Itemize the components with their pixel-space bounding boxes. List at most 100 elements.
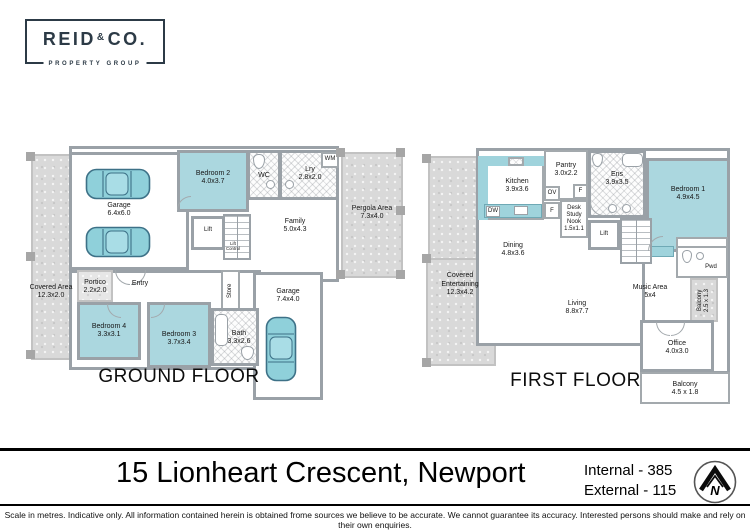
- post: [26, 350, 35, 359]
- room-label-lift-control: Lift Control: [226, 241, 240, 252]
- oven-icon: [544, 186, 560, 201]
- cooktop-icon: [508, 157, 524, 166]
- post: [422, 154, 431, 163]
- disclaimer-text: Scale in metres. Indicative only. All in…: [4, 510, 746, 530]
- fridge-icon: [544, 202, 560, 219]
- post: [336, 148, 345, 157]
- sink-icon: [266, 180, 275, 189]
- room-label-store: Store: [226, 283, 233, 299]
- room-lift: [588, 220, 620, 250]
- room-label-wm: WM: [324, 156, 336, 163]
- washing-machine-icon: [321, 152, 339, 168]
- internal-area: Internal - 385: [584, 462, 673, 479]
- sink-icon: [285, 180, 294, 189]
- door-arc: [648, 236, 663, 251]
- covered-entertaining-region: [428, 156, 478, 264]
- room-label-dw: DW: [488, 207, 498, 214]
- room-label-f1: F: [578, 187, 583, 194]
- room-label-lift: Lift: [599, 231, 608, 238]
- room-label-pwd: Pwd: [705, 264, 717, 271]
- toilet-icon: [241, 346, 254, 360]
- bathtub-icon: [215, 314, 228, 346]
- post: [396, 270, 405, 279]
- stairs: [223, 214, 251, 260]
- divider-bottom: [0, 504, 750, 506]
- room-portico: [77, 270, 113, 302]
- car-icon: [265, 316, 297, 382]
- pergola-region: [341, 152, 403, 278]
- first-floor-title: FIRST FLOOR: [510, 370, 641, 391]
- fridge-icon: [573, 184, 588, 199]
- logo-brand-text: REID&CO.: [42, 29, 148, 49]
- post: [26, 152, 35, 161]
- external-area: External - 115: [584, 481, 677, 499]
- stairs: [620, 218, 652, 264]
- sink-icon: [622, 204, 631, 213]
- room-bedroom-3: [147, 302, 211, 368]
- room-label-entry: Entry: [131, 279, 149, 287]
- covered-area-region: [31, 154, 71, 360]
- toilet-icon: [253, 154, 265, 169]
- sink-icon: [514, 206, 528, 215]
- room-label-lift: Lift: [203, 227, 212, 234]
- compass-north-label: N: [710, 483, 720, 498]
- toilet-icon: [592, 153, 603, 167]
- property-address: 15 Lionheart Crescent, Newport: [116, 457, 526, 489]
- room-balcony-side: [690, 278, 718, 322]
- ground-floor-title: GROUND FLOOR: [98, 366, 260, 387]
- room-label-wc: WC: [258, 171, 270, 179]
- bathtub-icon: [622, 153, 643, 167]
- post: [336, 270, 345, 279]
- post: [396, 206, 405, 215]
- post: [396, 148, 405, 157]
- sink-icon: [696, 252, 704, 260]
- room-wc: [247, 150, 281, 200]
- reidco-logo: REID&CO. PROPERTY GROUP: [25, 19, 165, 67]
- post: [422, 254, 431, 263]
- post: [26, 252, 35, 261]
- room-bedroom-4: [77, 302, 141, 360]
- toilet-icon: [682, 250, 692, 263]
- sink-icon: [608, 204, 617, 213]
- door-arc: [177, 196, 191, 210]
- room-desk-nook: [560, 200, 588, 238]
- car-icon: [85, 226, 151, 258]
- car-icon: [85, 168, 151, 200]
- logo-tagline: PROPERTY GROUP: [43, 61, 147, 67]
- room-balcony-rear: [640, 372, 730, 404]
- dishwasher-icon: [486, 206, 500, 217]
- ampersand: &: [96, 32, 107, 43]
- divider-top: [0, 448, 750, 451]
- compass-icon: N: [692, 459, 738, 505]
- area-summary: Internal - 385 External - 115: [584, 461, 676, 500]
- kitchen-bench: [478, 156, 488, 220]
- room-label-ov: OV: [547, 189, 557, 196]
- post: [422, 358, 431, 367]
- room-label-f2: F: [550, 207, 554, 214]
